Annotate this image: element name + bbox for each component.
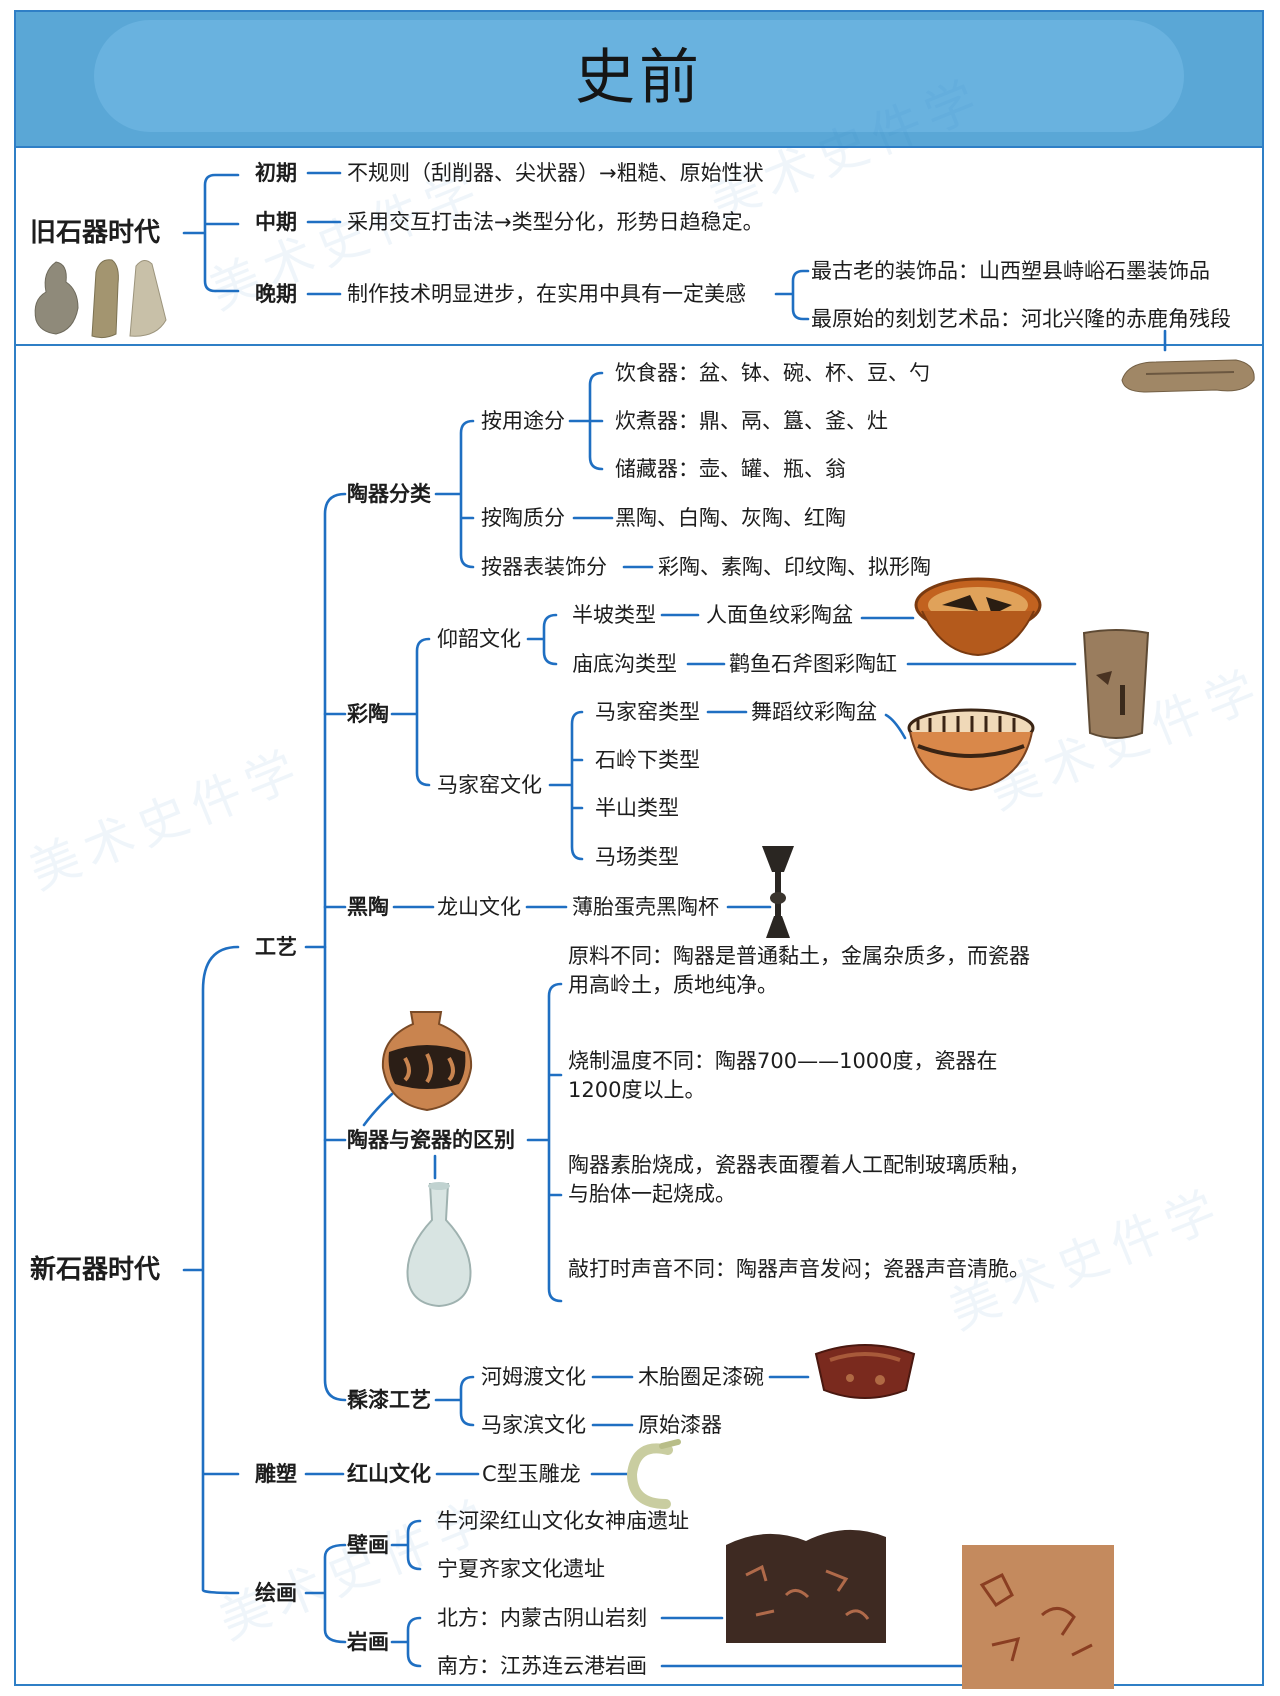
- stage-middle: 中期: [255, 210, 297, 234]
- use-item: 储藏器：壶、罐、瓶、翁: [615, 457, 846, 481]
- hemudu-culture: 河姆渡文化: [481, 1365, 586, 1389]
- type-banshan: 半山类型: [595, 796, 679, 820]
- difference-item: 烧制温度不同：陶器700——1000度，瓷器在1200度以上。: [568, 1049, 998, 1102]
- dance-basin-image: [907, 708, 1035, 792]
- node-pottery-class: 陶器分类: [347, 482, 431, 506]
- longshan-culture: 龙山文化: [437, 895, 521, 919]
- type-shilingxia: 石岭下类型: [595, 748, 700, 772]
- majiabang-culture: 马家滨文化: [481, 1413, 586, 1437]
- use-item: 炊煮器：鼎、鬲、簋、釜、灶: [615, 409, 888, 433]
- node-lacquer: 髹漆工艺: [347, 1388, 431, 1412]
- stage-early-text: 不规则（刮削器、尖状器）→粗糙、原始性状: [347, 161, 764, 185]
- stage-late-text: 制作技术明显进步，在实用中具有一定美感: [347, 282, 746, 306]
- stage-late: 晚期: [255, 282, 297, 306]
- node-painting: 绘画: [255, 1581, 297, 1605]
- node-black-pottery: 黑陶: [347, 895, 389, 919]
- rock-item: 北方：内蒙古阴山岩刻: [437, 1606, 647, 1630]
- deer-antler-image: [1121, 359, 1255, 393]
- node-majiayao: 马家窑文化: [437, 773, 542, 797]
- outer-frame: [14, 10, 1264, 1686]
- hongshan-culture: 红山文化: [347, 1462, 431, 1486]
- difference-item: 敲打时声音不同：陶器声音发闷；瓷器声音清脆。: [568, 1257, 1030, 1281]
- yinshan-rock-image: [726, 1515, 886, 1643]
- rock-item: 南方：江苏连云港岩画: [437, 1654, 647, 1678]
- difference-item: 原料不同：陶器是普通黏土，金属杂质多，而瓷器用高岭土，质地纯净。: [568, 944, 1030, 997]
- work-banpo: 人面鱼纹彩陶盆: [706, 603, 853, 627]
- use-item: 饮食器：盆、钵、碗、杯、豆、勺: [615, 361, 930, 385]
- node-by-material: 按陶质分: [481, 506, 565, 530]
- type-miaodigou: 庙底沟类型: [572, 652, 677, 676]
- difference-item: 陶器素胎烧成，瓷器表面覆着人工配制玻璃质釉，与胎体一起烧成。: [568, 1153, 1030, 1206]
- late-item: 最古老的装饰品：山西塑县峙峪石墨装饰品: [811, 259, 1210, 283]
- porcelain-vase-image: [406, 1182, 472, 1308]
- node-mural: 壁画: [347, 1533, 389, 1557]
- era-paleolithic: 旧石器时代: [30, 218, 161, 248]
- section-divider: [14, 344, 1264, 346]
- primitive-lacquer: 原始漆器: [638, 1413, 722, 1437]
- work-dance-basin: 舞蹈纹彩陶盆: [751, 700, 877, 724]
- mural-item: 宁夏齐家文化遗址: [437, 1557, 605, 1581]
- painted-pot-image: [381, 1011, 473, 1112]
- node-craft: 工艺: [255, 935, 297, 959]
- jade-dragon-image: [626, 1439, 681, 1509]
- eggshell-cup-image: [762, 846, 794, 938]
- lacquer-bowl: 木胎圈足漆碗: [638, 1365, 764, 1389]
- mural-item: 牛河梁红山文化女神庙遗址: [437, 1509, 689, 1533]
- node-difference: 陶器与瓷器的区别: [347, 1128, 515, 1152]
- node-painted: 彩陶: [347, 702, 389, 726]
- type-banpo: 半坡类型: [572, 603, 656, 627]
- type-machang: 马场类型: [595, 845, 679, 869]
- banner-glow: [94, 20, 1184, 132]
- node-yangshao: 仰韶文化: [437, 627, 521, 651]
- stage-early: 初期: [255, 161, 297, 185]
- stage-middle-text: 采用交互打击法→类型分化，形势日趋稳定。: [347, 210, 764, 234]
- work-miaodigou: 鹳鱼石斧图彩陶缸: [729, 652, 897, 676]
- lacquer-bowl-image: [814, 1344, 916, 1399]
- node-by-decoration: 按器表装饰分: [481, 555, 607, 579]
- era-neolithic: 新石器时代: [30, 1255, 161, 1285]
- late-item: 最原始的刻划艺术品：河北兴隆的赤鹿角残段: [811, 307, 1231, 331]
- jade-dragon: C型玉雕龙: [482, 1462, 581, 1486]
- page-title: 史前: [575, 43, 703, 113]
- node-rock-art: 岩画: [347, 1630, 389, 1654]
- material-text: 黑陶、白陶、灰陶、红陶: [615, 506, 846, 530]
- node-sculpture: 雕塑: [255, 1462, 297, 1486]
- node-by-use: 按用途分: [481, 409, 565, 433]
- lianyungang-rock-image: [962, 1545, 1114, 1689]
- decoration-text: 彩陶、素陶、印纹陶、拟形陶: [658, 555, 931, 579]
- type-majiayao: 马家窑类型: [595, 700, 700, 724]
- eggshell-cup: 薄胎蛋壳黑陶杯: [572, 895, 719, 919]
- stork-jar-image: [1082, 629, 1150, 739]
- stone-tools-image: [34, 259, 167, 339]
- fish-basin-image: [914, 577, 1042, 657]
- title-banner: 史前: [14, 10, 1264, 148]
